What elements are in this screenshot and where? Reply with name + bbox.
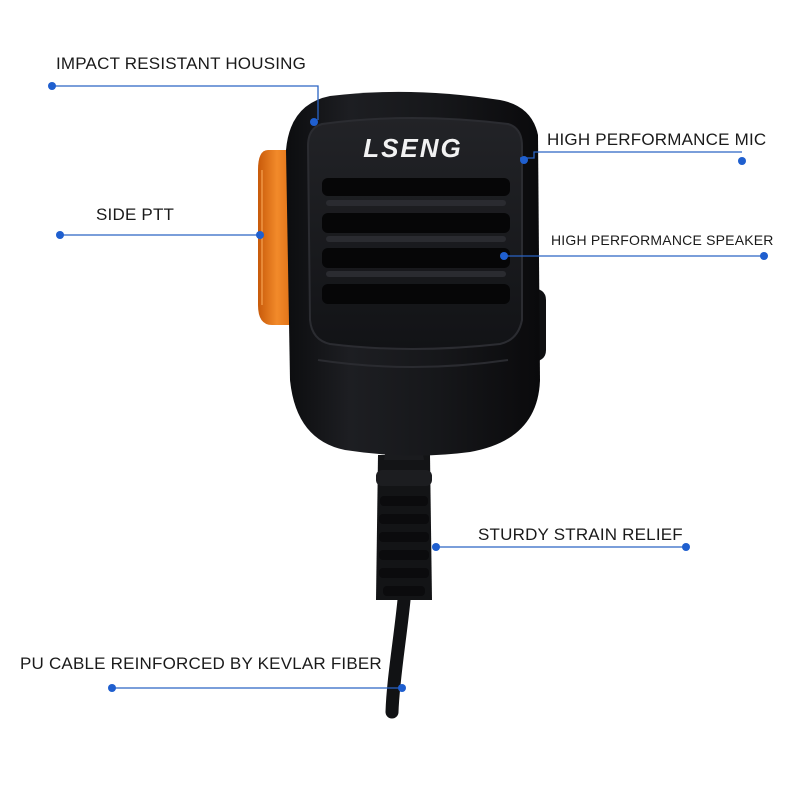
pu-cable xyxy=(385,593,411,719)
callout-high-performance-speaker: HIGH PERFORMANCE SPEAKER xyxy=(551,232,774,248)
callout-high-performance-mic: HIGH PERFORMANCE MIC xyxy=(547,130,767,149)
callout-pu-cable: PU CABLE REINFORCED BY KEVLAR FIBER xyxy=(20,654,382,673)
leader-dots xyxy=(48,82,768,692)
callout-sturdy-strain-relief: STURDY STRAIN RELIEF xyxy=(478,525,683,544)
callout-side-ptt: SIDE PTT xyxy=(96,205,175,224)
brand-logo: LSENG xyxy=(363,133,463,163)
speaker-grille xyxy=(322,178,510,304)
callout-impact-resistant-housing: IMPACT RESISTANT HOUSING xyxy=(56,54,307,73)
